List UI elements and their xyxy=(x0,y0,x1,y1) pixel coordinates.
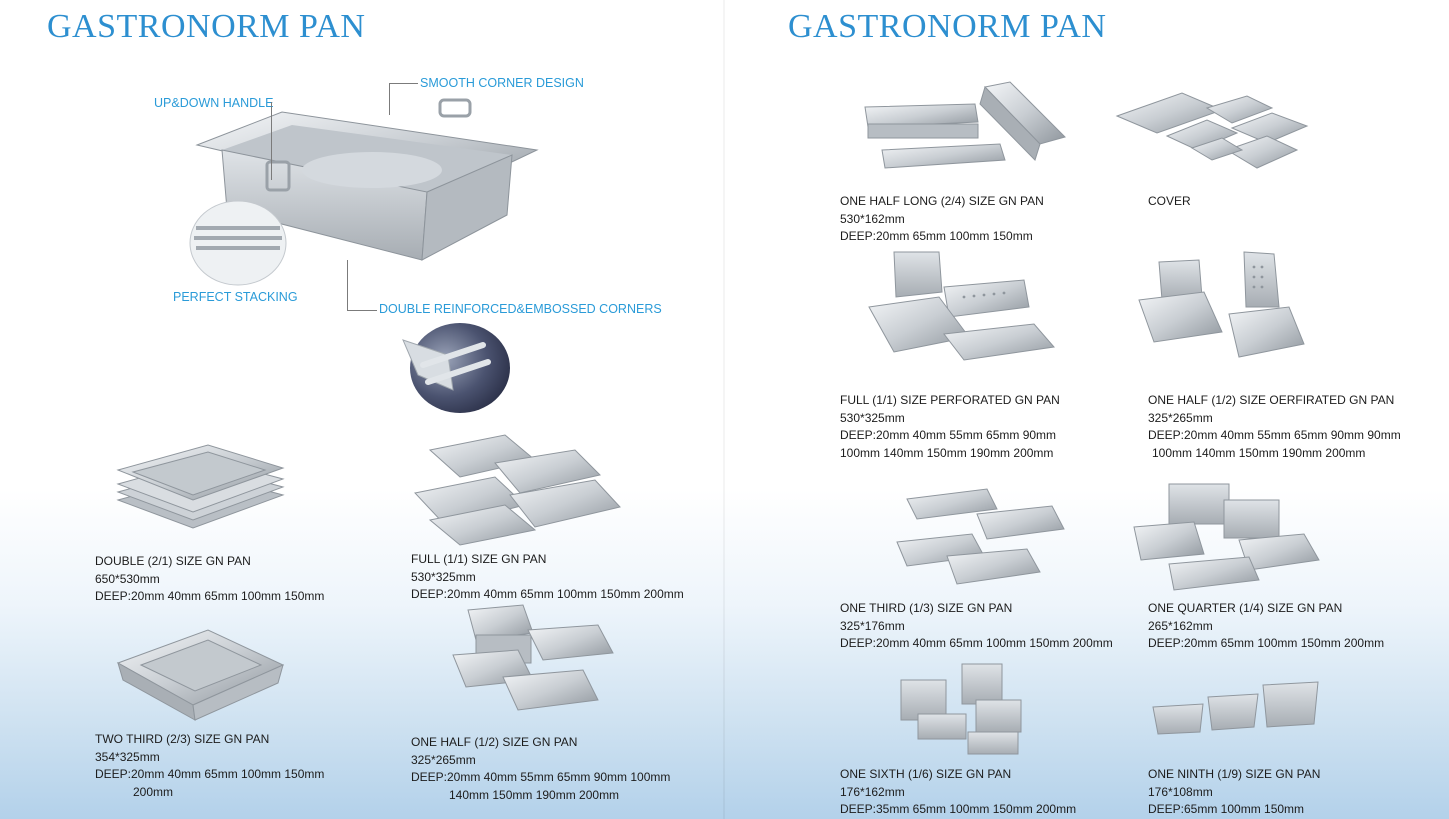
item-one-ninth-caption: ONE NINTH (1/9) SIZE GN PAN 176*108mm DE… xyxy=(1148,766,1320,819)
item-size: 176*162mm xyxy=(840,784,905,799)
callout-reinforced-line-h xyxy=(347,310,377,311)
callout-reinforced: DOUBLE REINFORCED&EMBOSSED CORNERS xyxy=(379,302,662,316)
full-pan-image xyxy=(414,434,621,546)
main-pan-image xyxy=(195,98,539,261)
item-name: ONE HALF LONG (2/4) SIZE GN PAN xyxy=(840,194,1044,208)
perforated-half-pan-image xyxy=(1138,251,1305,358)
corner-detail-image xyxy=(402,323,510,413)
item-deep: DEEP:20mm 65mm 100mm 150mm 200mm xyxy=(1148,636,1385,650)
page-title: GASTRONORM PAN xyxy=(788,8,1107,45)
item-size: 325*265mm xyxy=(411,752,476,767)
one-ninth-pan-image xyxy=(1152,681,1319,735)
item-name: ONE SIXTH (1/6) SIZE GN PAN xyxy=(840,767,1012,781)
item-double-caption: DOUBLE (2/1) SIZE GN PAN 650*530mm DEEP:… xyxy=(95,553,324,606)
item-name: ONE NINTH (1/9) SIZE GN PAN xyxy=(1148,767,1321,781)
item-name: ONE THIRD (1/3) SIZE GN PAN xyxy=(840,601,1013,615)
page-gutter xyxy=(723,0,725,819)
item-cover-caption: COVER xyxy=(1148,193,1191,211)
item-name: ONE HALF (1/2) SIZE OERFIRATED GN PAN xyxy=(1148,393,1395,407)
item-size: 530*162mm xyxy=(840,211,905,226)
item-size: 325*265mm xyxy=(1148,410,1213,425)
item-deep: DEEP:35mm 65mm 100mm 150mm 200mm xyxy=(840,802,1077,816)
item-deep: DEEP:20mm 40mm 55mm 65mm 90mm 90mm xyxy=(1148,428,1401,442)
long-pan-image xyxy=(864,81,1066,169)
item-deep-continued: 100mm 140mm 150mm 190mm 200mm xyxy=(840,445,1054,460)
item-name: ONE HALF (1/2) SIZE GN PAN xyxy=(411,735,578,749)
item-name: COVER xyxy=(1148,194,1191,208)
item-deep: DEEP:20mm 40mm 65mm 100mm 150mm 200mm xyxy=(840,636,1113,650)
right-page: GASTRONORM PAN xyxy=(724,0,1449,819)
callout-corner-line-v xyxy=(389,83,390,115)
item-one-quarter-caption: ONE QUARTER (1/4) SIZE GN PAN 265*162mm … xyxy=(1148,600,1384,653)
item-size: 265*162mm xyxy=(1148,618,1213,633)
cover-image xyxy=(1115,92,1309,169)
item-full-caption: FULL (1/1) SIZE GN PAN 530*325mm DEEP:20… xyxy=(411,551,684,604)
callout-stacking: PERFECT STACKING xyxy=(173,290,298,304)
callout-corner: SMOOTH CORNER DESIGN xyxy=(420,76,584,90)
item-one-half-caption: ONE HALF (1/2) SIZE GN PAN 325*265mm DEE… xyxy=(411,734,670,804)
item-deep: DEEP:20mm 65mm 100mm 150mm xyxy=(840,229,1033,243)
item-perforated-half-caption: ONE HALF (1/2) SIZE OERFIRATED GN PAN 32… xyxy=(1148,392,1401,462)
item-size: 530*325mm xyxy=(840,410,905,425)
item-long-caption: ONE HALF LONG (2/4) SIZE GN PAN 530*162m… xyxy=(840,193,1044,246)
one-third-pan-image xyxy=(896,488,1065,585)
item-size: 354*325mm xyxy=(95,749,160,764)
stacking-detail-image xyxy=(189,200,287,286)
item-deep: DEEP:65mm 100mm 150mm xyxy=(1148,802,1305,816)
page-title: GASTRONORM PAN xyxy=(47,8,366,45)
item-size: 325*176mm xyxy=(840,618,905,633)
item-deep: DEEP:20mm 40mm 55mm 65mm 90mm xyxy=(840,428,1057,442)
two-third-pan-image xyxy=(116,629,285,721)
item-name: ONE QUARTER (1/4) SIZE GN PAN xyxy=(1148,601,1343,615)
callout-corner-line-h xyxy=(389,83,418,84)
item-two-third-caption: TWO THIRD (2/3) SIZE GN PAN 354*325mm DE… xyxy=(95,731,324,801)
callout-reinforced-line-v xyxy=(347,260,348,310)
item-deep-continued: 140mm 150mm 190mm 200mm xyxy=(449,787,620,802)
callout-handle: UP&DOWN HANDLE xyxy=(154,96,274,110)
one-quarter-pan-image xyxy=(1133,483,1320,591)
one-sixth-pan-image xyxy=(900,663,1022,755)
item-one-third-caption: ONE THIRD (1/3) SIZE GN PAN 325*176mm DE… xyxy=(840,600,1113,653)
item-deep-continued: 200mm xyxy=(133,784,174,799)
item-deep: DEEP:20mm 40mm 65mm 100mm 150mm 200mm xyxy=(411,587,684,601)
item-name: DOUBLE (2/1) SIZE GN PAN xyxy=(95,554,251,568)
item-name: FULL (1/1) SIZE PERFORATED GN PAN xyxy=(840,393,1060,407)
callout-handle-line xyxy=(271,102,272,180)
item-size: 176*108mm xyxy=(1148,784,1213,799)
item-one-sixth-caption: ONE SIXTH (1/6) SIZE GN PAN 176*162mm DE… xyxy=(840,766,1076,819)
one-half-pan-image xyxy=(452,604,614,711)
perforated-full-pan-image xyxy=(868,251,1055,361)
item-perforated-full-caption: FULL (1/1) SIZE PERFORATED GN PAN 530*32… xyxy=(840,392,1060,462)
item-deep: DEEP:20mm 40mm 55mm 65mm 90mm 100mm xyxy=(411,770,671,784)
item-deep-continued: 100mm 140mm 150mm 190mm 200mm xyxy=(1152,445,1366,460)
item-name: TWO THIRD (2/3) SIZE GN PAN xyxy=(95,732,270,746)
item-size: 530*325mm xyxy=(411,569,476,584)
double-pan-image xyxy=(116,444,285,529)
item-deep: DEEP:20mm 40mm 65mm 100mm 150mm xyxy=(95,767,325,781)
item-size: 650*530mm xyxy=(95,571,160,586)
item-deep: DEEP:20mm 40mm 65mm 100mm 150mm xyxy=(95,589,325,603)
left-page: GASTRONORM PAN UP&DOWN HANDLE SMOOTH COR… xyxy=(0,0,724,819)
item-name: FULL (1/1) SIZE GN PAN xyxy=(411,552,547,566)
